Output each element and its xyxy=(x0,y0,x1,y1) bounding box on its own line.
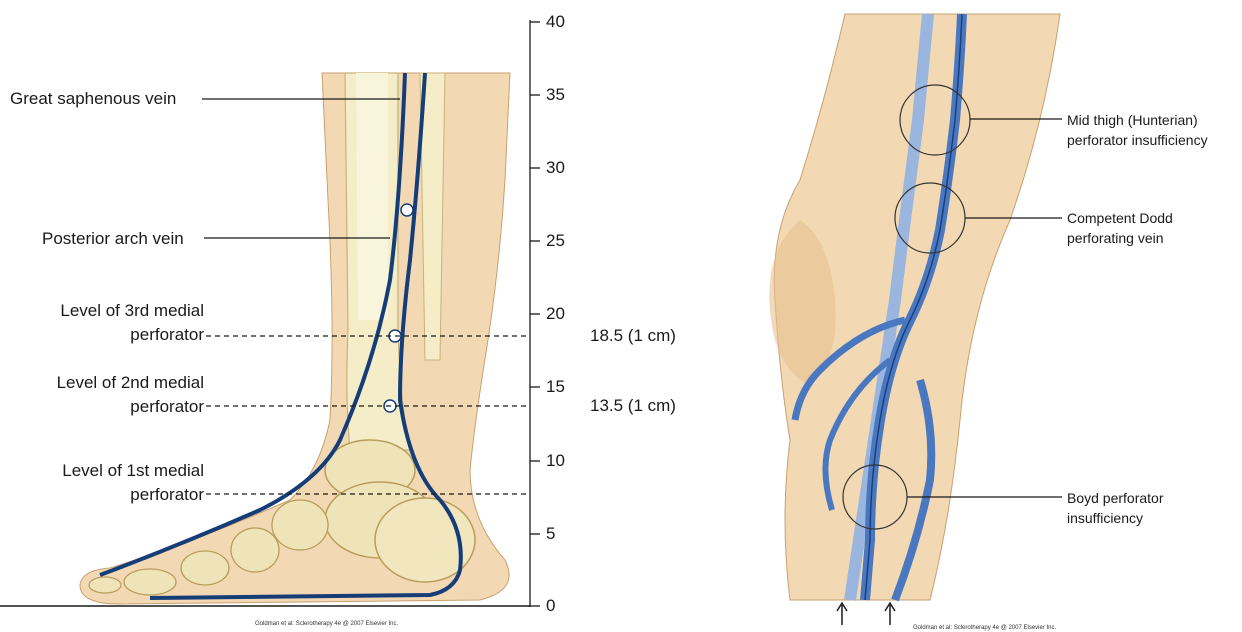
scale-tick-label: 30 xyxy=(546,158,565,178)
scale-tick-label: 10 xyxy=(546,451,565,471)
second-medial-perforator-label-line1: Level of 2nd medial xyxy=(10,372,204,394)
mid-thigh-label-line1: Mid thigh (Hunterian) xyxy=(1067,110,1198,130)
scale-tick-label: 0 xyxy=(546,596,555,616)
second-perforator-measurement: 13.5 (1 cm) xyxy=(590,396,676,416)
first-medial-perforator-label-line2: perforator xyxy=(10,484,204,506)
scale-tick-label: 20 xyxy=(546,304,565,324)
third-medial-perforator-label-line2: perforator xyxy=(10,324,204,346)
scale-tick-label: 35 xyxy=(546,85,565,105)
scale-tick-label: 25 xyxy=(546,231,565,251)
right-credit-line: Goldman et al: Sclerotherapy 4e @ 2007 E… xyxy=(913,624,1056,632)
dodd-label-line1: Competent Dodd xyxy=(1067,208,1173,228)
mid-thigh-label-line2: perforator insufficiency xyxy=(1067,130,1208,150)
scale-tick-label: 5 xyxy=(546,524,555,544)
great-saphenous-vein-label: Great saphenous vein xyxy=(10,88,176,110)
first-medial-perforator-label-line1: Level of 1st medial xyxy=(10,460,204,482)
boyd-label-line1: Boyd perforator xyxy=(1067,488,1164,508)
scale-tick-label: 15 xyxy=(546,377,565,397)
third-medial-perforator-label-line1: Level of 3rd medial xyxy=(10,300,204,322)
leg-illustration xyxy=(769,14,1060,625)
posterior-arch-vein-label: Posterior arch vein xyxy=(42,228,184,250)
dodd-label-line2: perforating vein xyxy=(1067,228,1164,248)
left-credit-line: Goldman et al: Sclerotherapy 4e @ 2007 E… xyxy=(255,620,398,628)
scale-tick-label: 40 xyxy=(546,12,565,32)
second-medial-perforator-label-line2: perforator xyxy=(10,396,204,418)
third-perforator-measurement: 18.5 (1 cm) xyxy=(590,326,676,346)
centimeter-scale xyxy=(530,20,540,607)
boyd-label-line2: insufficiency xyxy=(1067,508,1143,528)
